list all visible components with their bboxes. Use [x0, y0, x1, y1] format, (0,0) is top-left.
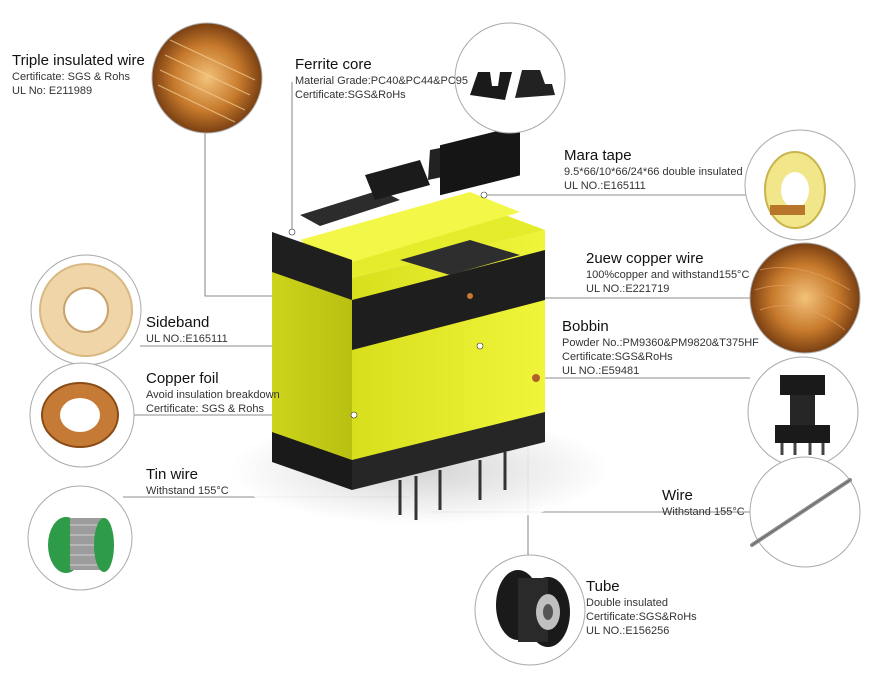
callout-line: Certificate:SGS&RoHs [586, 611, 697, 623]
callout-line: Withstand 155°C [662, 506, 745, 518]
callout-line: Material Grade:PC40&PC44&PC95 [295, 75, 469, 87]
callout-line: Certificate:SGS&RoHs [562, 351, 673, 363]
callout-triple-wire: Triple insulated wire Certificate: SGS &… [12, 52, 145, 98]
callout-title: Triple insulated wire [12, 52, 145, 69]
bobbin-image [747, 356, 859, 468]
callout-line: Certificate:SGS&RoHs [295, 89, 406, 101]
callout-title: Wire [662, 487, 693, 504]
tube-image [474, 554, 586, 666]
callout-title: 2uew copper wire [586, 250, 704, 267]
triple-wire-image [151, 22, 263, 134]
callout-tin-wire: Tin wire Withstand 155°C [146, 466, 229, 498]
callout-title: Tin wire [146, 466, 198, 483]
callout-title: Bobbin [562, 318, 609, 335]
callout-sideband: Sideband UL NO.:E165111 [146, 314, 228, 346]
callout-line: 100%copper and withstand155°C [586, 269, 750, 281]
sideband-image [30, 254, 142, 366]
callout-title: Mara tape [564, 147, 632, 164]
callout-line: Double insulated [586, 597, 668, 609]
callout-line: Powder No.:PM9360&PM9820&T375HF [562, 337, 759, 349]
wire-image [749, 456, 861, 568]
tin-wire-image [27, 485, 133, 591]
callout-line: UL NO.:E221719 [586, 283, 670, 295]
callout-tube: Tube Double insulated Certificate:SGS&Ro… [586, 578, 697, 638]
copper-foil-image [29, 362, 135, 468]
callout-line: UL NO.:E59481 [562, 365, 640, 377]
callout-line: 9.5*66/10*66/24*66 double insulated [564, 166, 743, 178]
callout-title: Tube [586, 578, 620, 595]
callout-title: Sideband [146, 314, 210, 331]
transformer-body [272, 125, 545, 520]
callout-copper-foil: Copper foil Avoid insulation breakdown C… [146, 370, 280, 416]
callout-line: UL NO.:E165111 [146, 333, 228, 345]
callout-line: UL NO.:E156256 [586, 625, 670, 637]
callout-bobbin: Bobbin Powder No.:PM9360&PM9820&T375HF C… [562, 318, 759, 378]
ferrite-core-image [454, 22, 566, 134]
callout-ferrite-core: Ferrite core Material Grade:PC40&PC44&PC… [295, 56, 468, 102]
callout-wire: Wire Withstand 155°C [662, 487, 745, 519]
callout-mara-tape: Mara tape 9.5*66/10*66/24*66 double insu… [564, 147, 743, 193]
callout-copper-wire: 2uew copper wire 100%copper and withstan… [586, 250, 749, 296]
callout-line: Withstand 155°C [146, 485, 229, 497]
callout-line: UL No: E211989 [12, 85, 93, 97]
callout-line: Certificate: SGS & Rohs [12, 71, 130, 83]
callout-title: Ferrite core [295, 56, 372, 73]
copper-wire-image [749, 242, 861, 354]
callout-line: UL NO.:E165111 [564, 180, 646, 192]
callout-title: Copper foil [146, 370, 219, 387]
callout-line: Certificate: SGS & Rohs [146, 403, 264, 415]
mara-tape-image [744, 129, 856, 241]
callout-line: Avoid insulation breakdown [146, 389, 280, 401]
